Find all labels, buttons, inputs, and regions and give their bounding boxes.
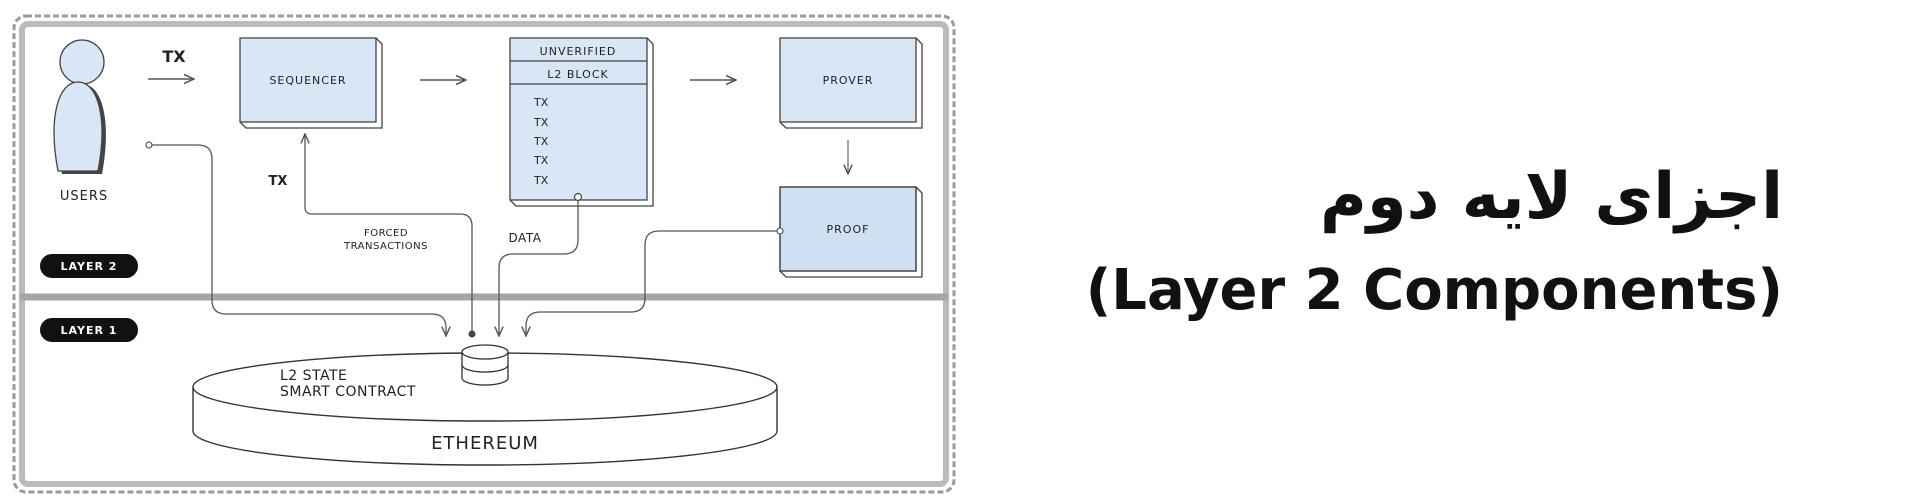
block-tx-2: TX [533,116,549,129]
diagram-frame-inner [19,21,949,487]
forced-tx-endpoint [468,330,476,338]
proof-label: PROOF [827,223,870,236]
block-subheader: L2 BLOCK [547,68,608,81]
forced-transactions-path [305,134,473,334]
prover-label: PROVER [823,74,874,87]
forced-label-line1: FORCED [364,228,408,239]
database-icon [461,344,509,386]
data-label: DATA [509,231,542,245]
users-label: USERS [60,189,108,204]
layer2-badge-label: LAYER 2 [61,260,118,273]
proof-connector-dot [776,227,784,235]
layer2-badge [40,254,138,278]
title-persian: اجزای لایه دوم [1319,160,1783,234]
sequencer-label: SEQUENCER [269,74,346,87]
tx-label-top: TX [162,47,186,66]
forced-label-line2: TRANSACTIONS [343,241,428,252]
l2-block [509,37,654,207]
contract-label-line1: L2 STATE [280,368,347,384]
block-tx-1: TX [533,96,549,109]
tx-label-back: TX [269,174,288,189]
ethereum-label: ETHEREUM [431,433,539,454]
proof-box [779,186,923,278]
block-tx-3: TX [533,135,549,148]
users-icon [53,39,106,174]
layer1-badge-label: LAYER 1 [61,324,118,337]
users-to-contract-path [152,144,446,336]
layer1-badge [40,318,138,342]
data-connector-dot [573,192,583,202]
ethereum-platform [192,352,778,466]
title-english: (Layer 2 Components) [1085,258,1783,323]
layer2-diagram: USERS TX SEQUENCER UNVERIFIED L2 BLOCK T… [12,14,956,494]
prover-box [779,37,923,129]
sequencer-box [239,37,383,129]
block-header: UNVERIFIED [540,45,617,58]
users-connector-dot [145,141,153,149]
block-tx-4: TX [533,154,549,167]
contract-label-line2: SMART CONTRACT [280,384,416,400]
proof-path [526,230,777,336]
block-tx-5: TX [533,174,549,187]
data-path [499,200,579,336]
